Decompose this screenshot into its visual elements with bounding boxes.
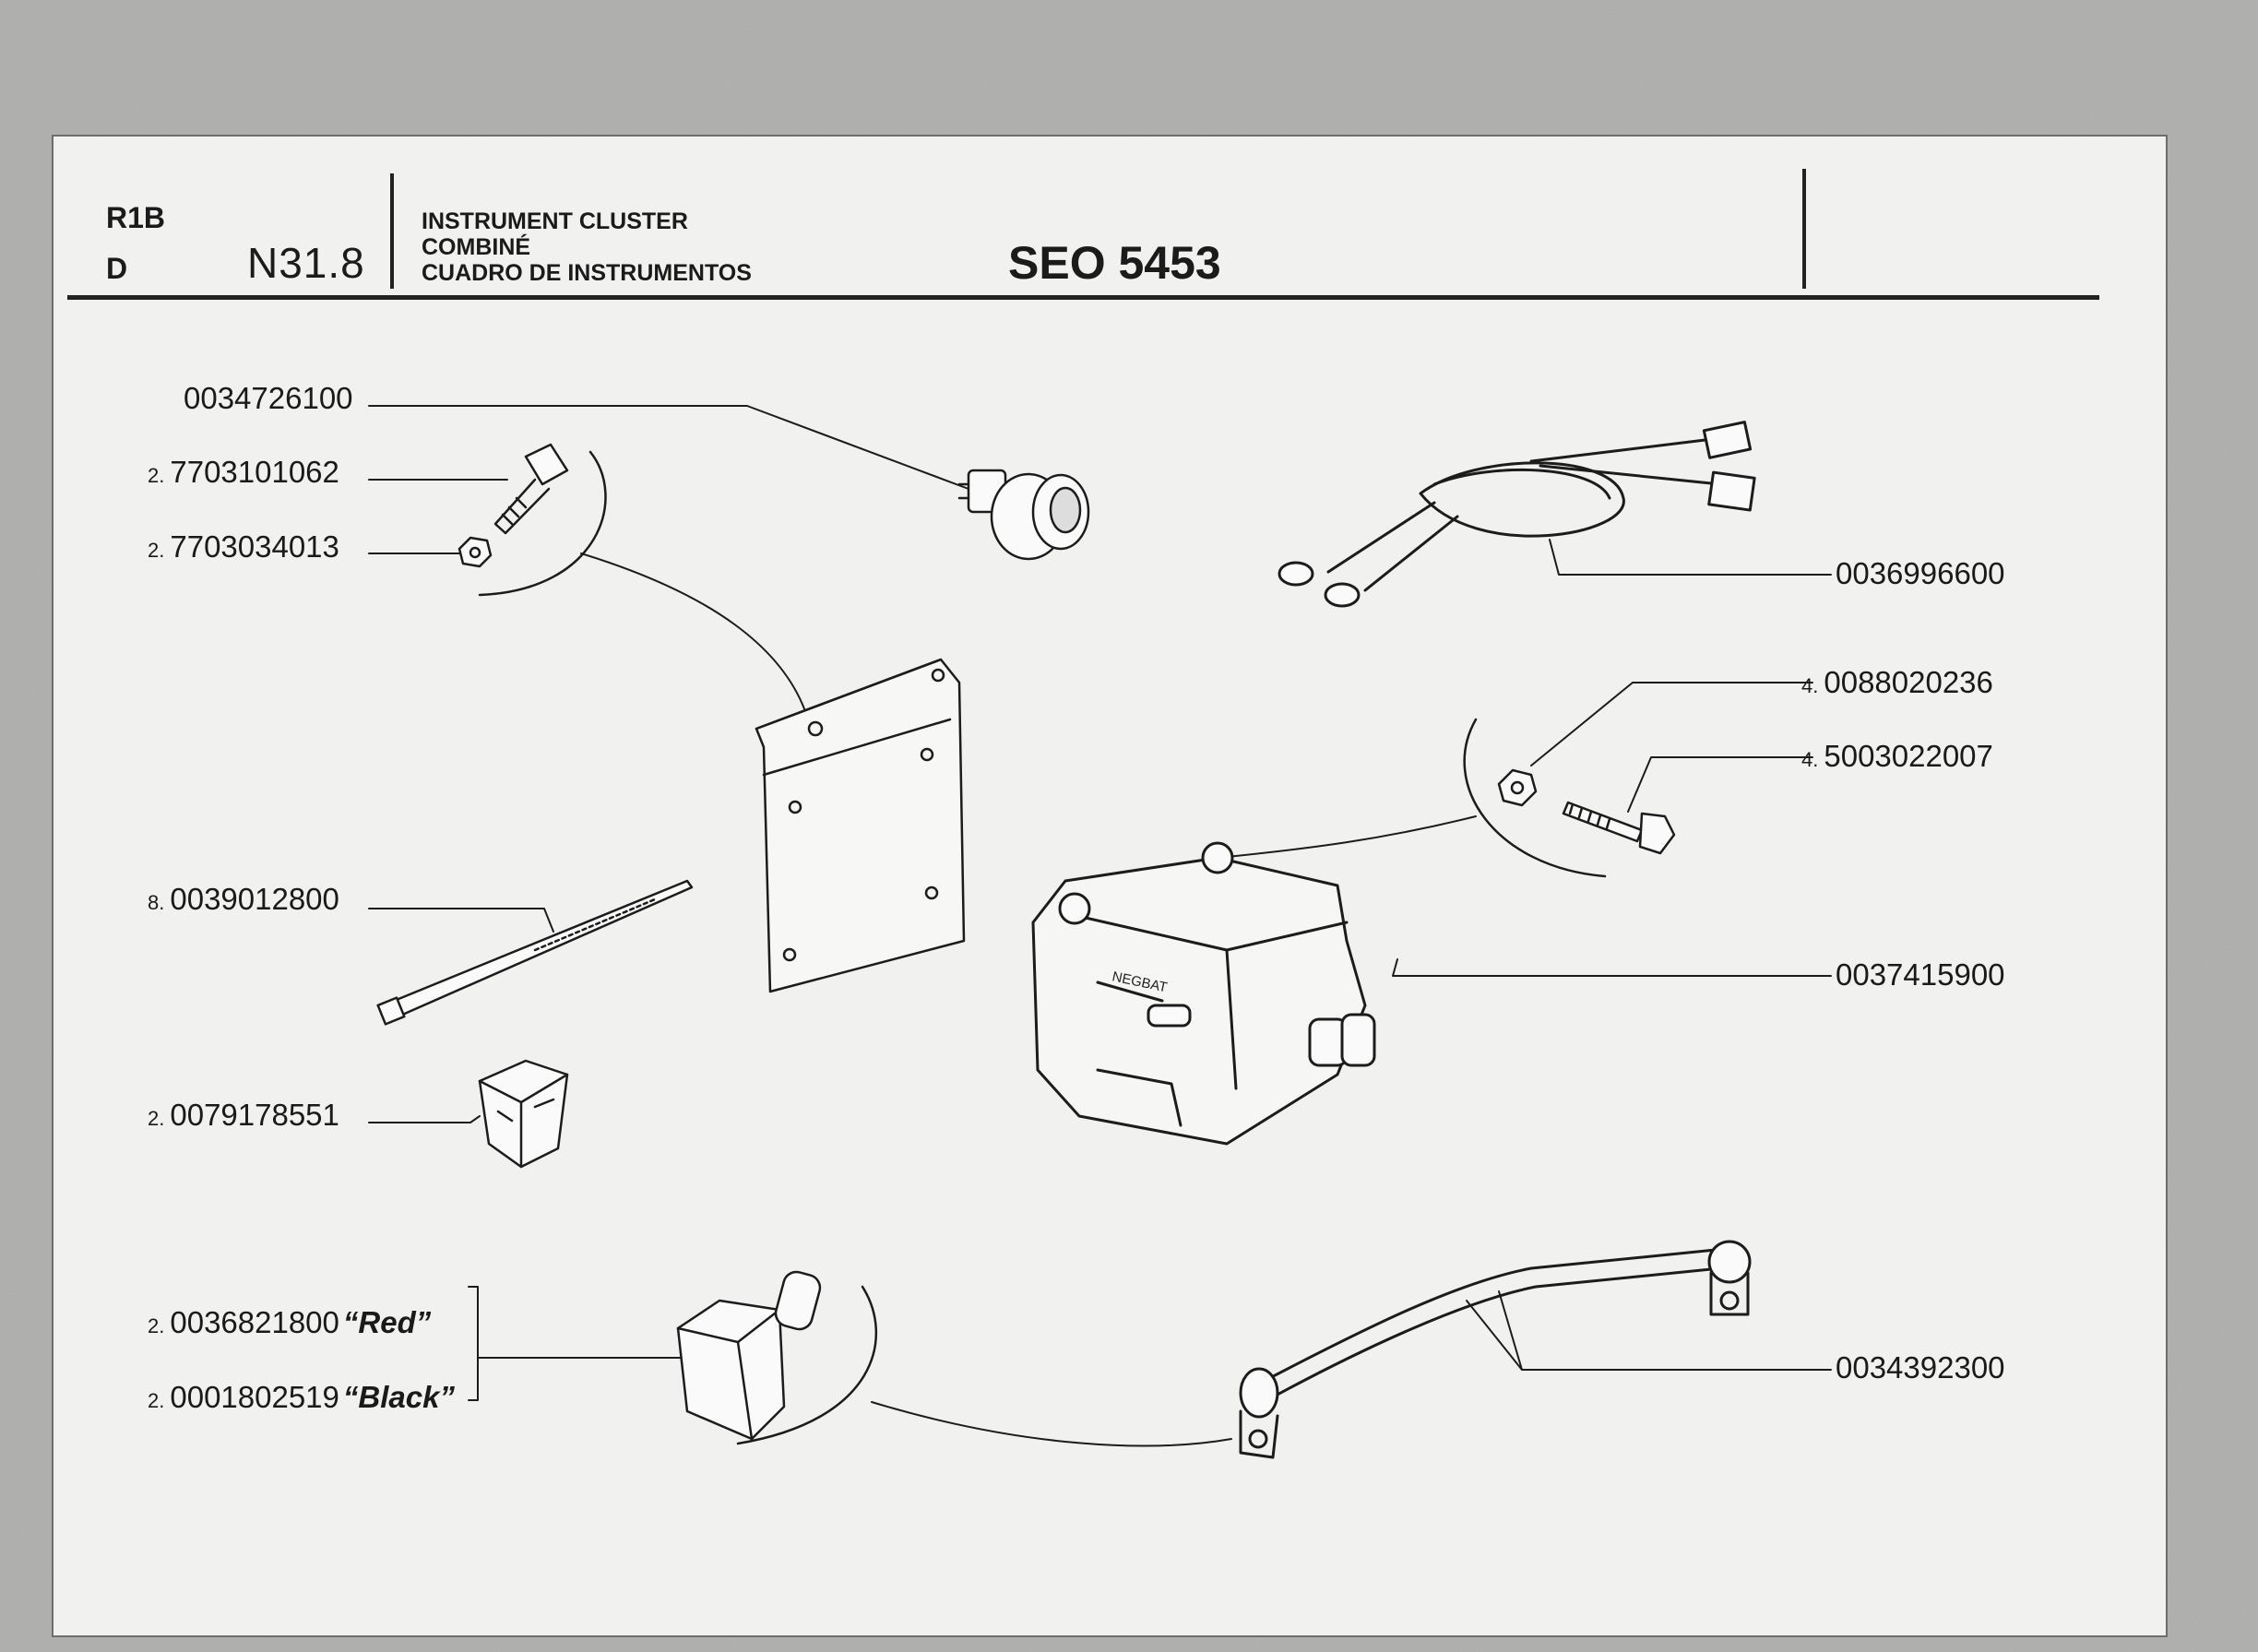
nut-icon-2	[1497, 768, 1538, 807]
title-english: INSTRUMENT CLUSTER	[422, 208, 688, 234]
part-number: 0034726100	[184, 381, 353, 415]
part-label-0001802519: 2.0001802519“Black”	[148, 1382, 455, 1412]
model-code: R1B	[106, 201, 166, 234]
part-label-0079178551: 2.0079178551	[148, 1099, 339, 1130]
part-number: 0079178551	[170, 1098, 339, 1132]
wiring-harness-icon	[1278, 421, 1756, 608]
mounting-plate-icon	[755, 658, 966, 993]
part-label-0034726100: 0034726100	[178, 383, 353, 413]
terminal-cover-icon	[676, 1270, 822, 1441]
nut-icon	[458, 536, 493, 568]
part-number: 7703101062	[170, 455, 339, 489]
header-divider-right	[1802, 169, 1806, 289]
qty: 2.	[148, 1314, 165, 1337]
part-label-0036821800: 2.0036821800“Red”	[148, 1307, 431, 1337]
qty: 2.	[148, 539, 165, 562]
part-label-0037415900: 0037415900	[1836, 959, 2005, 990]
clip-icon	[478, 1059, 569, 1169]
relay-icon: NEGBAT	[1031, 841, 1376, 1146]
leader-lines	[368, 405, 1832, 1401]
assembly-code: SEO 5453	[1008, 237, 1221, 289]
title-french: COMBINÉ	[422, 234, 531, 260]
page-reference: N31.8	[247, 239, 365, 287]
colour-note: “Black”	[342, 1380, 455, 1414]
part-number: 0001802519	[170, 1380, 339, 1414]
title-spanish: CUADRO DE INSTRUMENTOS	[422, 260, 752, 286]
part-label-0088020236: 4.0088020236	[1801, 667, 1993, 697]
qty: 4.	[1801, 674, 1819, 697]
part-label-0039012800: 8.0039012800	[148, 884, 339, 914]
part-number: 5003022007	[1824, 739, 1993, 773]
part-label-0034392300: 0034392300	[1836, 1352, 2005, 1383]
part-label-7703034013: 2.7703034013	[148, 531, 339, 562]
qty: 2.	[148, 464, 165, 487]
section-letter: D	[106, 252, 128, 285]
part-label-0036996600: 0036996600	[1836, 558, 2005, 588]
warning-lamp-icon	[957, 469, 1090, 561]
header-rule	[67, 295, 2099, 300]
part-number: 0088020236	[1824, 665, 1993, 699]
detail-arcs	[478, 450, 1607, 1445]
detail-wires	[580, 553, 1477, 1447]
part-label-7703101062: 2.7703101062	[148, 457, 339, 487]
ground-strap-icon	[1239, 1240, 1752, 1459]
bolt-icon-2	[1562, 801, 1676, 855]
qty: 2.	[148, 1107, 165, 1130]
part-number: 0037415900	[1836, 957, 2005, 992]
part-number: 7703034013	[170, 529, 339, 564]
qty: 8.	[148, 891, 165, 914]
part-number: 0039012800	[170, 882, 339, 916]
header-divider	[390, 173, 394, 289]
cable-tie-icon	[376, 879, 694, 1026]
qty: 2.	[148, 1389, 165, 1412]
colour-note: “Red”	[342, 1305, 432, 1339]
qty: 4.	[1801, 748, 1819, 771]
part-label-5003022007: 4.5003022007	[1801, 741, 1993, 771]
part-number: 0036821800	[170, 1305, 339, 1339]
part-number: 0036996600	[1836, 556, 2005, 590]
part-number: 0034392300	[1836, 1350, 2005, 1385]
bolt-icon	[493, 443, 569, 535]
